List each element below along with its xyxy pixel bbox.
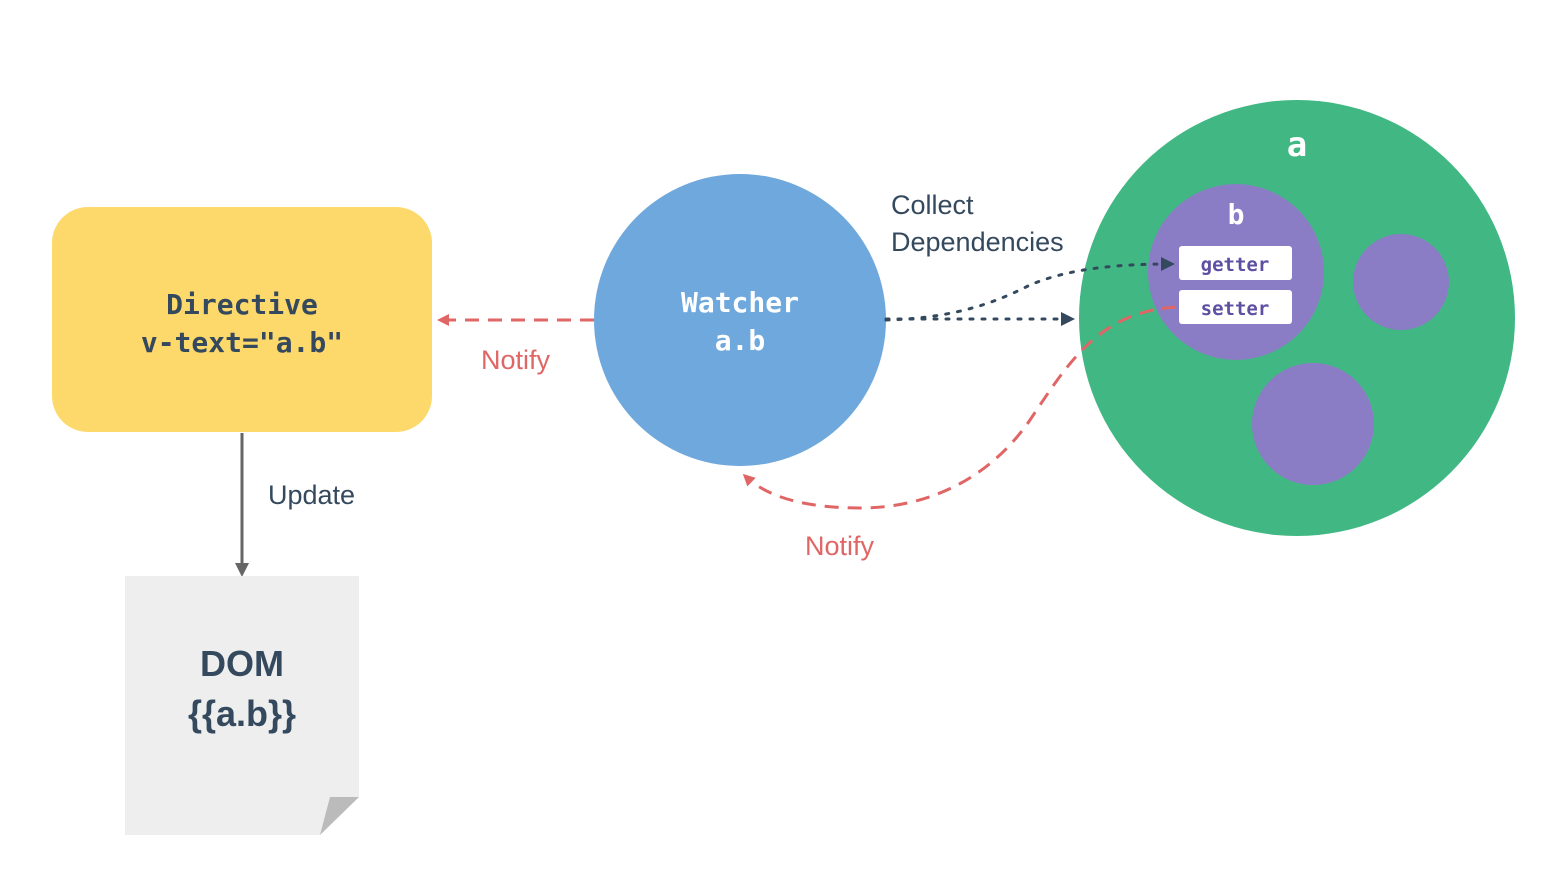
- directive-title: Directive: [166, 288, 318, 321]
- dom-page-corner-fold: [320, 797, 359, 835]
- property-circle-2: [1353, 234, 1449, 330]
- notify-directive-label: Notify: [481, 345, 551, 375]
- setter-label: setter: [1201, 298, 1270, 320]
- watcher-expression: a.b: [715, 324, 766, 357]
- directive-node: Directive v-text="a.b": [52, 207, 432, 432]
- dom-title: DOM: [200, 643, 284, 684]
- watcher-title: Watcher: [681, 286, 799, 319]
- dom-binding: {{a.b}}: [188, 693, 296, 734]
- directive-box: [52, 207, 432, 432]
- collect-dependencies-label-line2: Dependencies: [891, 227, 1064, 257]
- setter-box: [1179, 290, 1292, 324]
- dom-page: [125, 576, 359, 835]
- inner-label-b: b: [1228, 198, 1245, 231]
- collect-dependencies-label-line1: Collect: [891, 190, 974, 220]
- getter-label: getter: [1201, 254, 1270, 276]
- watcher-node: Watcher a.b: [594, 174, 886, 466]
- notify-watcher-arrow: [742, 305, 1177, 510]
- outer-label-a: a: [1287, 125, 1307, 165]
- data-object-a: a b getter setter: [1079, 100, 1515, 536]
- notify-watcher-label: Notify: [805, 531, 875, 561]
- dom-node: DOM {{a.b}}: [125, 576, 359, 835]
- collect-dependencies-arrow-getter: [884, 257, 1175, 322]
- directive-expression: v-text="a.b": [141, 326, 343, 359]
- update-label: Update: [268, 480, 355, 510]
- watcher-circle: [594, 174, 886, 466]
- property-circle-3: [1252, 363, 1374, 485]
- getter-box: [1179, 246, 1292, 280]
